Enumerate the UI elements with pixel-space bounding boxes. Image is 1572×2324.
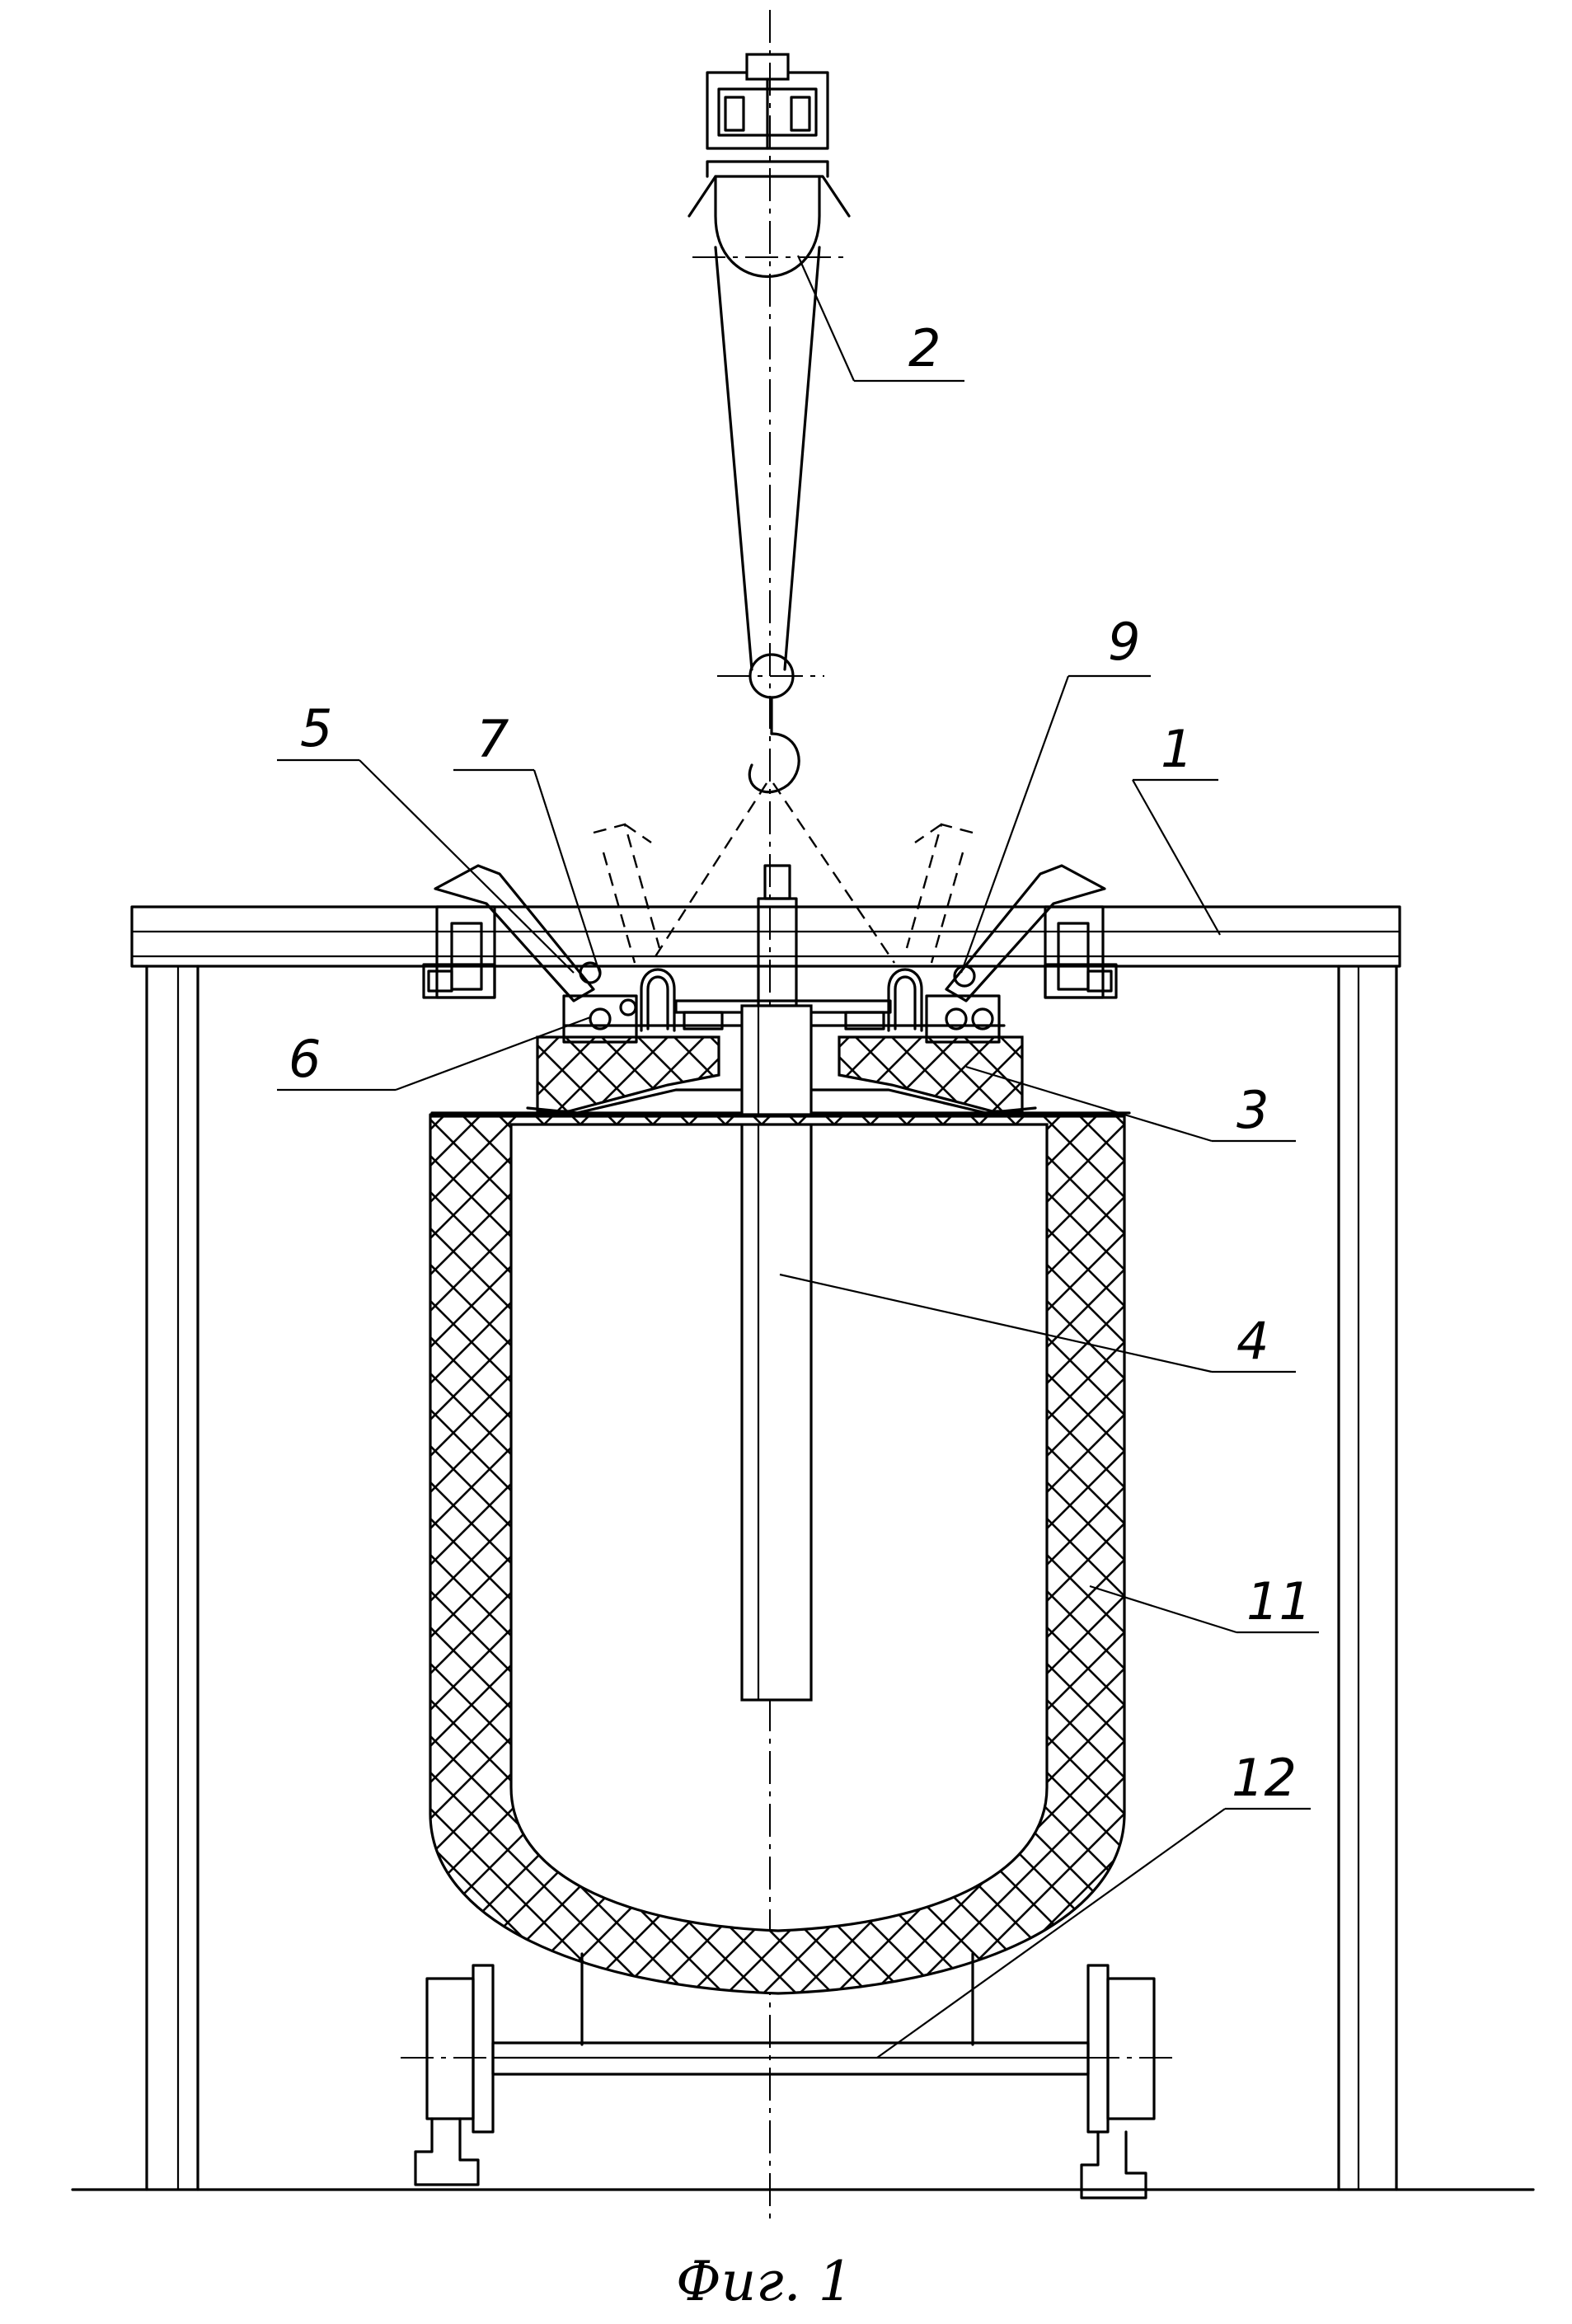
callout-11: 11 [1246,1571,1312,1631]
callout-3: 3 [1236,1080,1269,1140]
callout-5: 5 [300,698,332,758]
grab-arm-left [424,866,594,1001]
arm-alt-position [594,824,973,963]
callout-7: 7 [476,709,509,769]
callout-6: 6 [289,1029,321,1089]
lifting-slings [651,783,894,963]
callout-1: 1 [1161,719,1193,779]
callout-12: 12 [1232,1748,1297,1808]
callout-9: 9 [1108,612,1140,672]
rod [742,866,811,1700]
transfer-cart [401,1965,1179,2198]
figure-caption: Фиг. 1 [676,2250,853,2313]
callout-2: 2 [908,318,941,378]
callout-4: 4 [1236,1311,1269,1371]
